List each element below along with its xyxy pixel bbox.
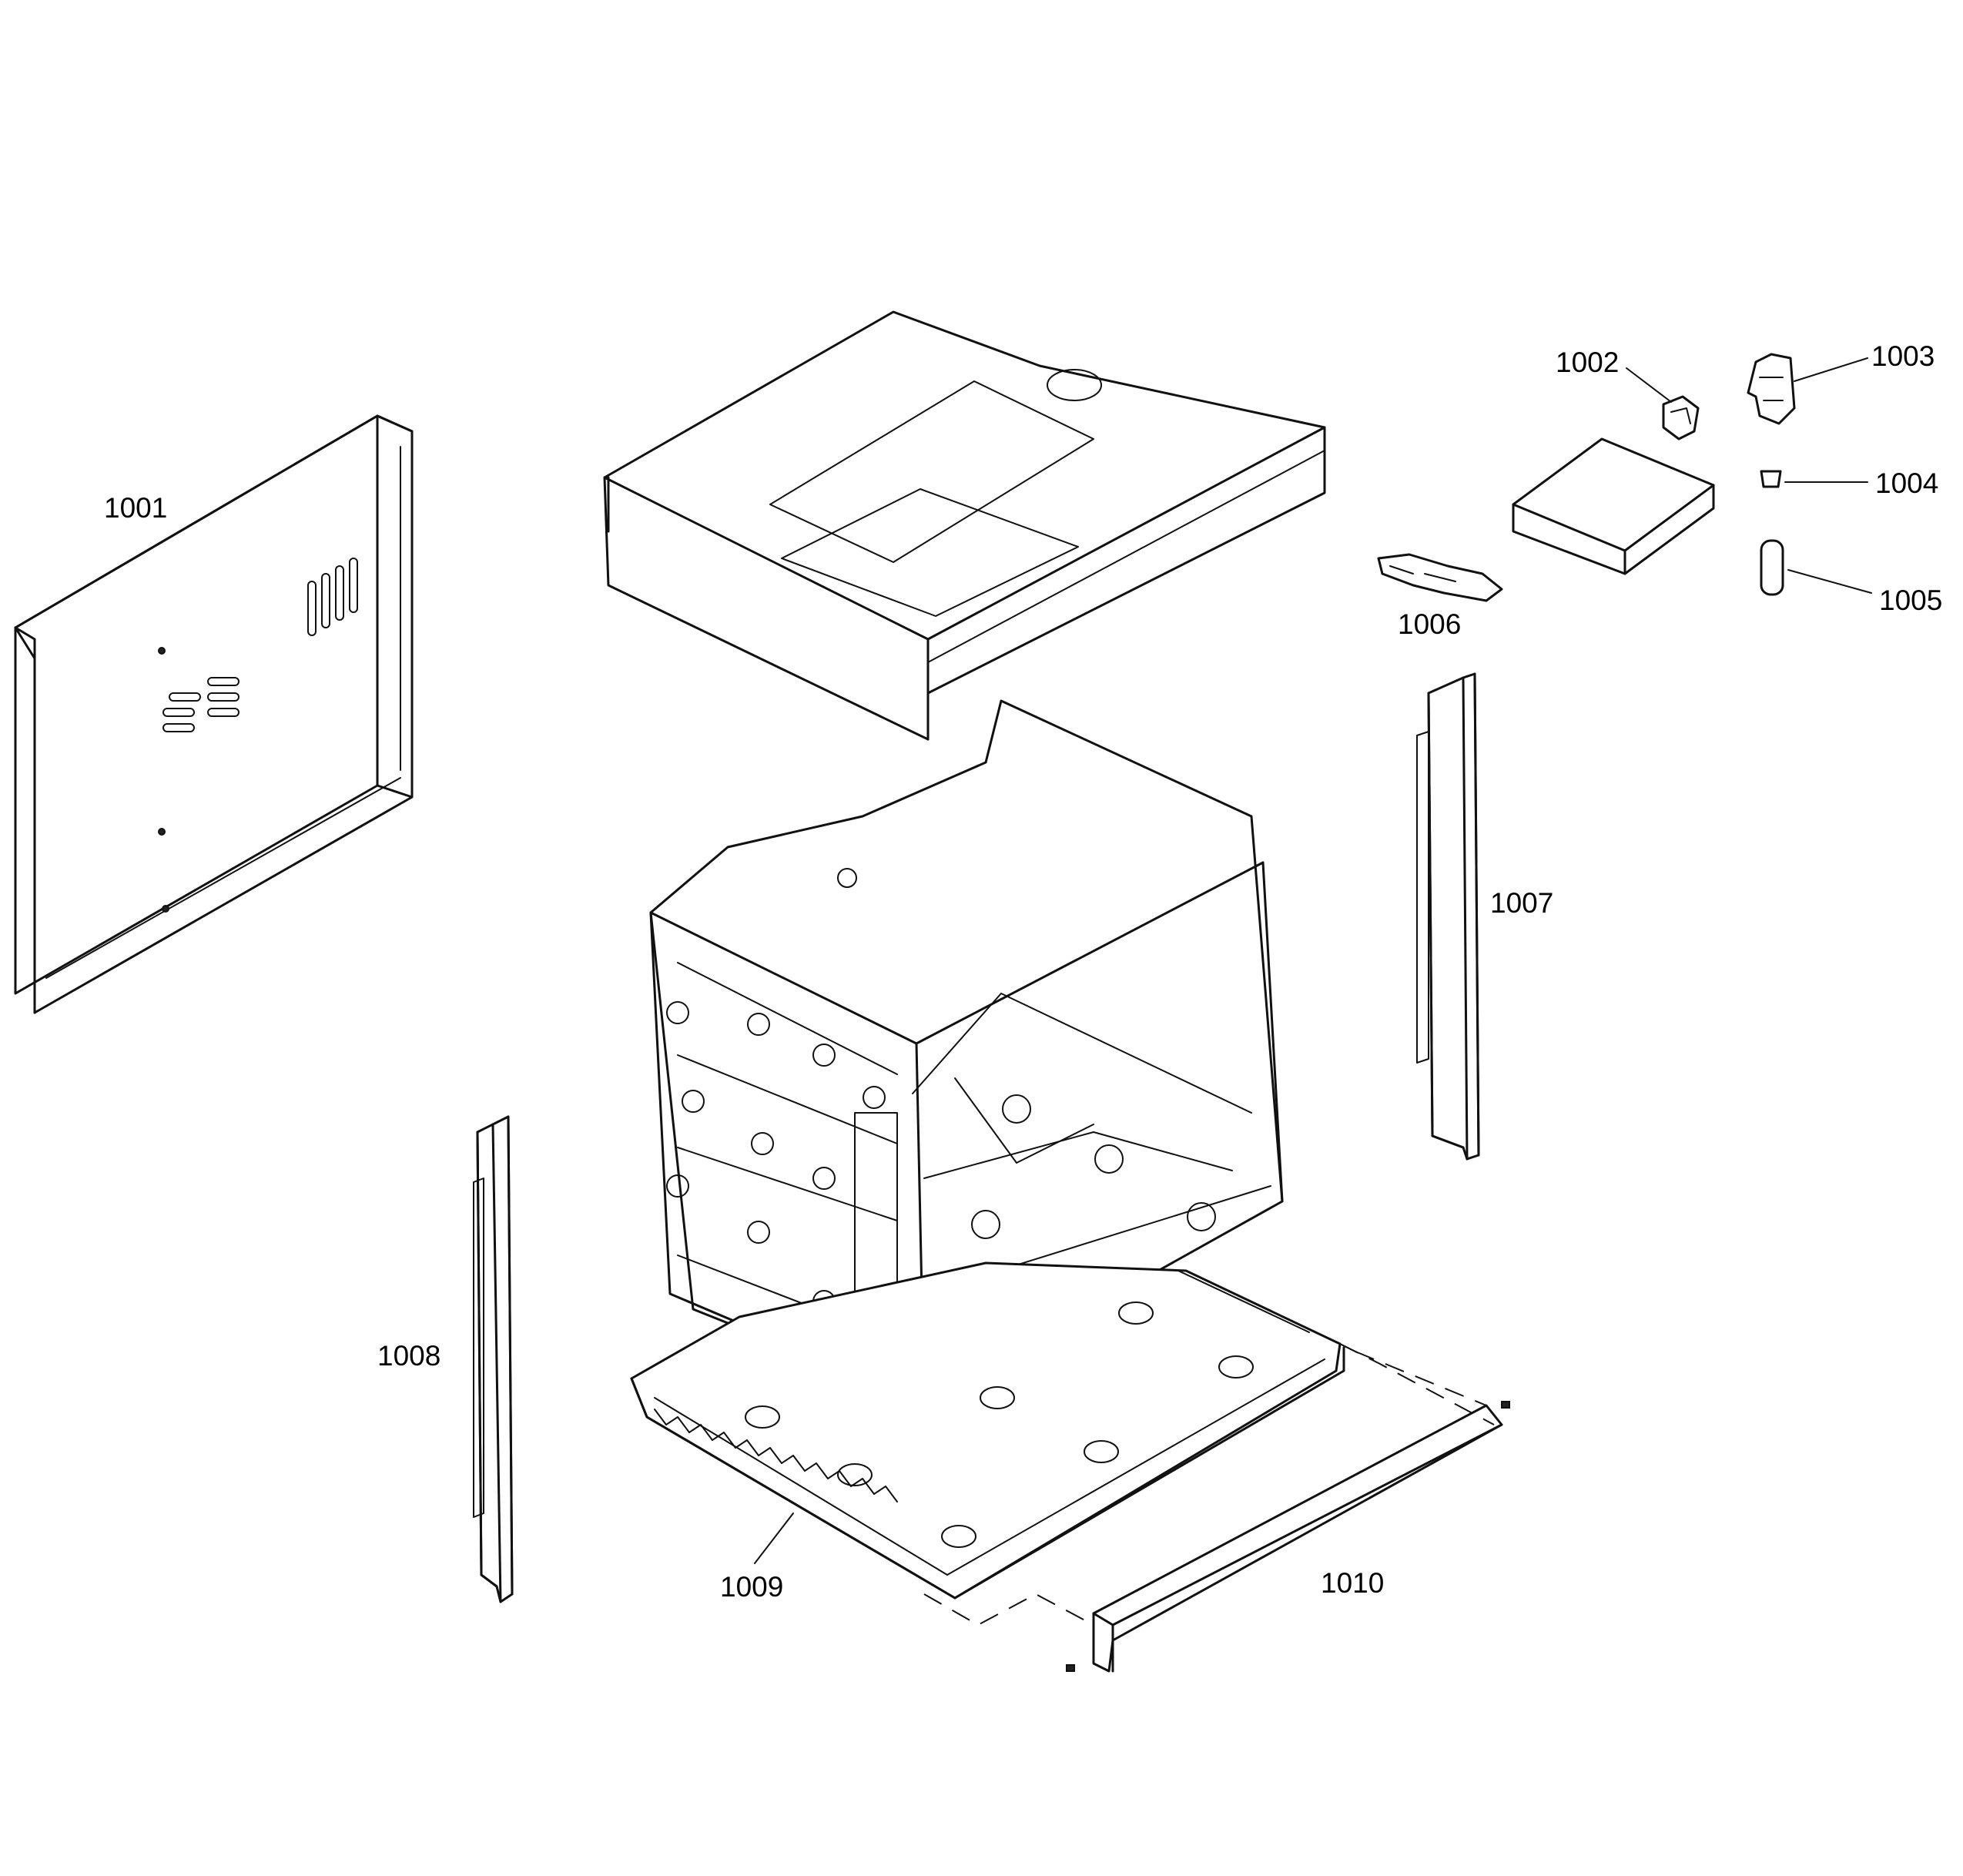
part-1006-switch bbox=[1377, 553, 1503, 602]
part-1003-bracket bbox=[1747, 353, 1868, 425]
callout-1009: 1009 bbox=[720, 1571, 783, 1603]
callout-1002: 1002 bbox=[1556, 347, 1619, 378]
callout-1006: 1006 bbox=[1398, 608, 1461, 640]
part-1005-cylinder bbox=[1760, 539, 1872, 596]
callout-1005: 1005 bbox=[1879, 585, 1942, 616]
part-1010-front-rail bbox=[923, 1343, 1510, 1673]
part-1007-trim-right bbox=[1416, 672, 1480, 1161]
callout-1008: 1008 bbox=[377, 1340, 441, 1372]
callout-1010: 1010 bbox=[1321, 1567, 1384, 1599]
mounting-plate bbox=[1512, 437, 1715, 575]
callout-1001: 1001 bbox=[104, 492, 167, 524]
part-1008-trim-left bbox=[473, 1115, 514, 1603]
part-1004-cap bbox=[1760, 470, 1868, 488]
top-cover bbox=[603, 310, 1326, 741]
callout-1007: 1007 bbox=[1490, 887, 1553, 919]
part-1002-clip bbox=[1626, 367, 1700, 441]
part-1001-rear-panel bbox=[14, 414, 414, 1014]
callout-1003: 1003 bbox=[1871, 340, 1935, 372]
callout-1004: 1004 bbox=[1875, 467, 1938, 499]
